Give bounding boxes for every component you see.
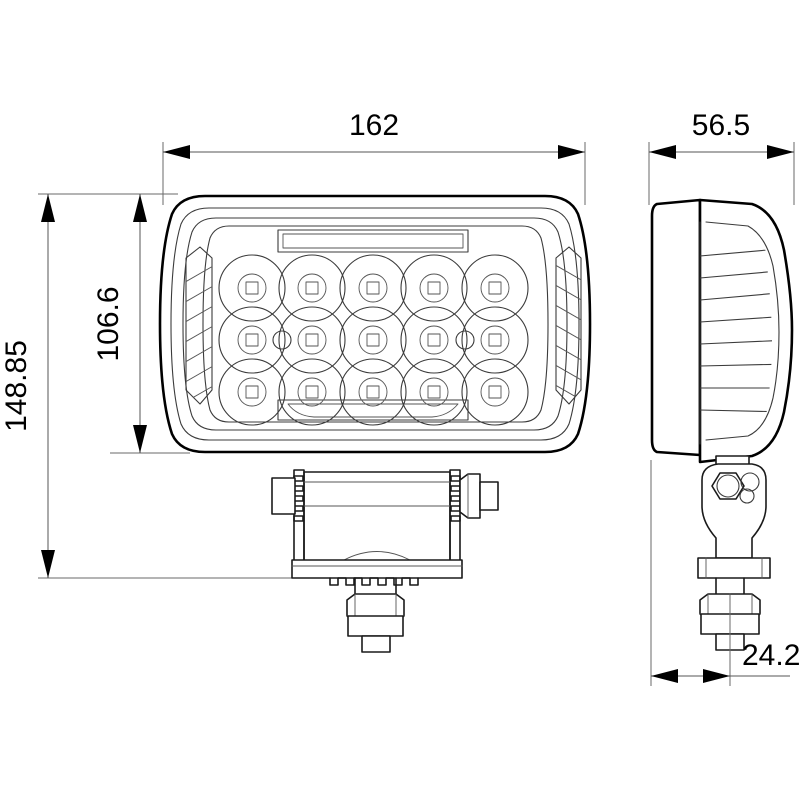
arrowhead-top-1066 (133, 194, 147, 222)
side-housing-inner-contour (705, 221, 780, 441)
mounting-thread-end (361, 635, 391, 653)
led-reflector (400, 306, 468, 374)
arrowhead-bottom-1066 (133, 425, 147, 453)
right-vent-outline (555, 246, 582, 405)
led-reflector (278, 358, 346, 426)
right-vent-heatsink (555, 246, 582, 405)
front-mounting-bracket (271, 469, 499, 653)
dimension-label-14885: 148.85 (0, 340, 33, 432)
side-knuckle-hole-upper (740, 472, 760, 492)
bottom-light-bar-inner (287, 403, 459, 418)
base-plate-serrations (329, 577, 419, 586)
led-reflector (218, 254, 286, 322)
led-reflector (218, 306, 286, 374)
dimension-group-height-148-85: 148.85 (0, 193, 300, 579)
dimension-group-depth-56-5: 56.5 (648, 109, 795, 205)
bracket-base-plate (291, 559, 463, 579)
top-light-bar-inner (282, 233, 464, 249)
led-reflector (339, 254, 407, 322)
right-vent-hatching (556, 261, 581, 404)
side-pivot-hex-bolt (711, 472, 745, 500)
led-reflector (400, 358, 468, 426)
dimension-group-height-106-6: 106.6 (92, 193, 190, 454)
dimension-group-offset-24-2: 24.2 (650, 460, 800, 686)
bracket-bolt-right (459, 473, 499, 519)
side-view-housing (650, 198, 794, 464)
led-reflector (339, 358, 407, 426)
dimension-label-565: 56.5 (692, 109, 750, 142)
side-base-flange (697, 557, 771, 579)
led-reflector (278, 306, 346, 374)
lens-recess-frame (202, 225, 549, 423)
led-reflector (218, 358, 286, 426)
side-mount-knuckle (697, 455, 771, 651)
dimension-group-width-162: 162 (162, 109, 586, 205)
dimension-label-242: 24.2 (742, 639, 800, 672)
led-reflector (339, 306, 407, 374)
top-light-bar-outer (277, 229, 469, 253)
interstitial-dot-right (455, 330, 475, 350)
arrowhead-right-242 (703, 669, 730, 683)
housing-outer-shell (158, 194, 592, 454)
bracket-inner-dome (343, 551, 411, 561)
top-light-bar (277, 229, 469, 253)
mounting-washer (347, 615, 404, 637)
arrowhead-top-14885 (41, 194, 55, 222)
arrowhead-left-565 (649, 145, 676, 159)
dimension-label-1066: 106.6 (92, 286, 125, 361)
dimension-label-162: 162 (349, 109, 399, 142)
left-vent-outline (185, 246, 213, 405)
housing-bezel-ring-outer (170, 207, 580, 441)
led-reflector (400, 254, 468, 322)
led-array (218, 254, 529, 426)
led-reflector (278, 254, 346, 322)
arrowhead-bottom-14885 (41, 550, 55, 578)
side-knuckle-hole-lower (739, 488, 755, 504)
bracket-right-serrations (450, 475, 461, 522)
led-reflector (461, 306, 529, 374)
bracket-bolt-left (271, 477, 296, 515)
side-lens-face (650, 198, 702, 457)
arrowhead-left-162 (163, 145, 190, 159)
led-reflector (461, 358, 529, 426)
arrowhead-left-242 (651, 669, 678, 683)
side-cooling-fins (700, 247, 772, 413)
led-reflector (461, 254, 529, 322)
arrowhead-right-162 (558, 145, 585, 159)
interstitial-dot-left (272, 330, 292, 350)
arrowhead-right-565 (767, 145, 794, 159)
side-housing-body (698, 198, 794, 464)
